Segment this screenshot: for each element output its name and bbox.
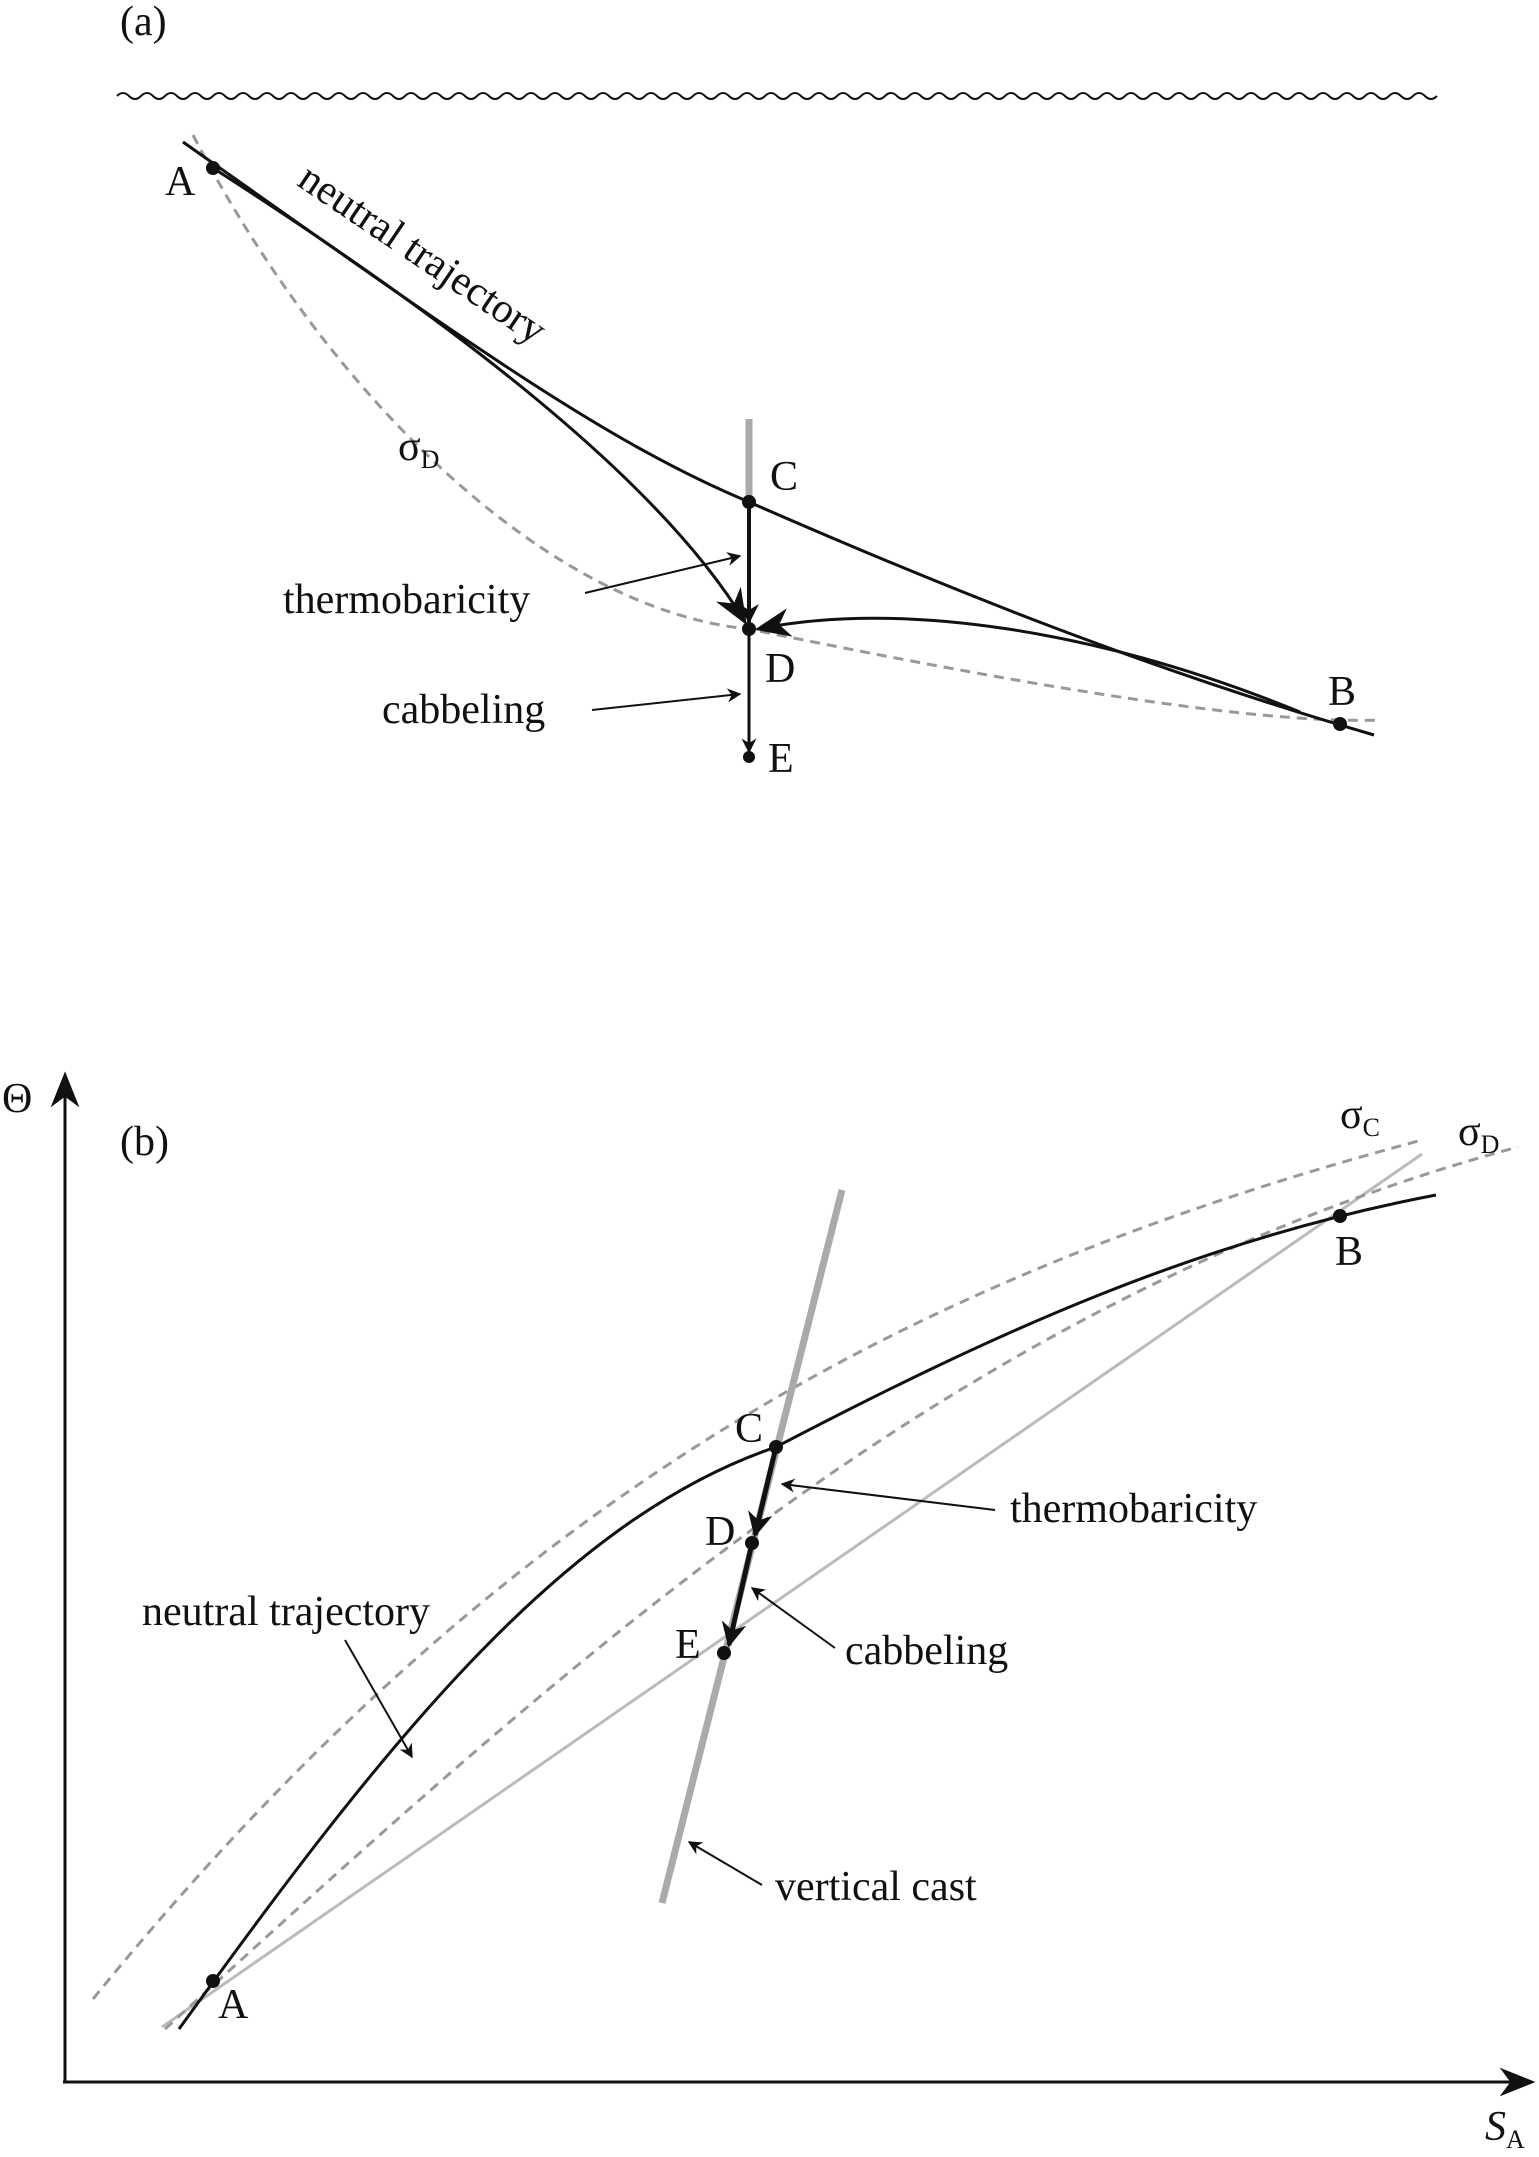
neutral-trajectory-label: neutral trajectory bbox=[290, 155, 554, 354]
point-a bbox=[206, 161, 220, 175]
point-d bbox=[742, 622, 756, 636]
label-a: A bbox=[218, 1982, 249, 2028]
label-e: E bbox=[675, 1622, 701, 1668]
straight-reference-line bbox=[161, 1152, 1423, 2029]
arrow-c-to-d bbox=[748, 1446, 779, 1538]
point-d bbox=[745, 1536, 759, 1550]
sigma-d-label: σD bbox=[1458, 1109, 1499, 1159]
label-a: A bbox=[165, 159, 196, 205]
label-d: D bbox=[705, 1509, 735, 1555]
y-axis-label: Θ bbox=[2, 1076, 32, 1122]
panel-a: (a) A C D E B neutral trajectory σD ther… bbox=[116, 0, 1438, 782]
sigma-c-isopycnal-dashed bbox=[91, 1138, 1423, 2000]
label-b: B bbox=[1335, 1229, 1363, 1275]
point-b bbox=[1333, 1209, 1347, 1223]
cabbeling-label: cabbeling bbox=[382, 687, 545, 733]
vertical-cast-pointer bbox=[687, 1841, 763, 1886]
point-e bbox=[743, 751, 755, 763]
point-c bbox=[769, 1440, 783, 1454]
x-axis-label: SA bbox=[1485, 2104, 1525, 2154]
panel-b: Θ SA (b) A C D E B σC σD neutral traject… bbox=[2, 1071, 1536, 2154]
thermobaricity-pointer bbox=[584, 552, 742, 594]
thermobaricity-label: thermobaricity bbox=[283, 577, 530, 623]
label-c: C bbox=[735, 1406, 763, 1452]
panel-a-label: (a) bbox=[120, 0, 167, 45]
sea-surface-wavy-line bbox=[116, 92, 1438, 100]
path-b-to-d bbox=[754, 608, 1301, 714]
path-a-to-d bbox=[212, 166, 747, 626]
label-b: B bbox=[1328, 669, 1356, 715]
label-d: D bbox=[765, 646, 795, 692]
sigma-c-label: σC bbox=[1340, 1092, 1380, 1142]
thermobaricity-label: thermobaricity bbox=[1010, 1486, 1257, 1532]
cabbeling-label: cabbeling bbox=[845, 1628, 1008, 1674]
cabbeling-pointer bbox=[750, 1587, 836, 1649]
thermobaricity-pointer bbox=[780, 1478, 996, 1511]
panel-b-label: (b) bbox=[120, 1119, 169, 1165]
label-c: C bbox=[770, 454, 798, 500]
vertical-cast-label: vertical cast bbox=[775, 1864, 977, 1910]
point-c bbox=[742, 495, 756, 509]
cabbeling-pointer bbox=[591, 688, 742, 711]
neutral-trajectory-label: neutral trajectory bbox=[142, 1589, 430, 1635]
neutral-trajectory-curve bbox=[177, 1193, 1437, 2030]
point-e bbox=[717, 1646, 731, 1660]
arrow-d-to-e bbox=[721, 1542, 755, 1648]
sigma-d-label: σD bbox=[398, 424, 439, 474]
neutral-trajectory-pointer bbox=[344, 1639, 413, 1759]
point-b bbox=[1333, 717, 1347, 731]
point-a bbox=[206, 1974, 220, 1988]
label-e: E bbox=[768, 736, 794, 782]
